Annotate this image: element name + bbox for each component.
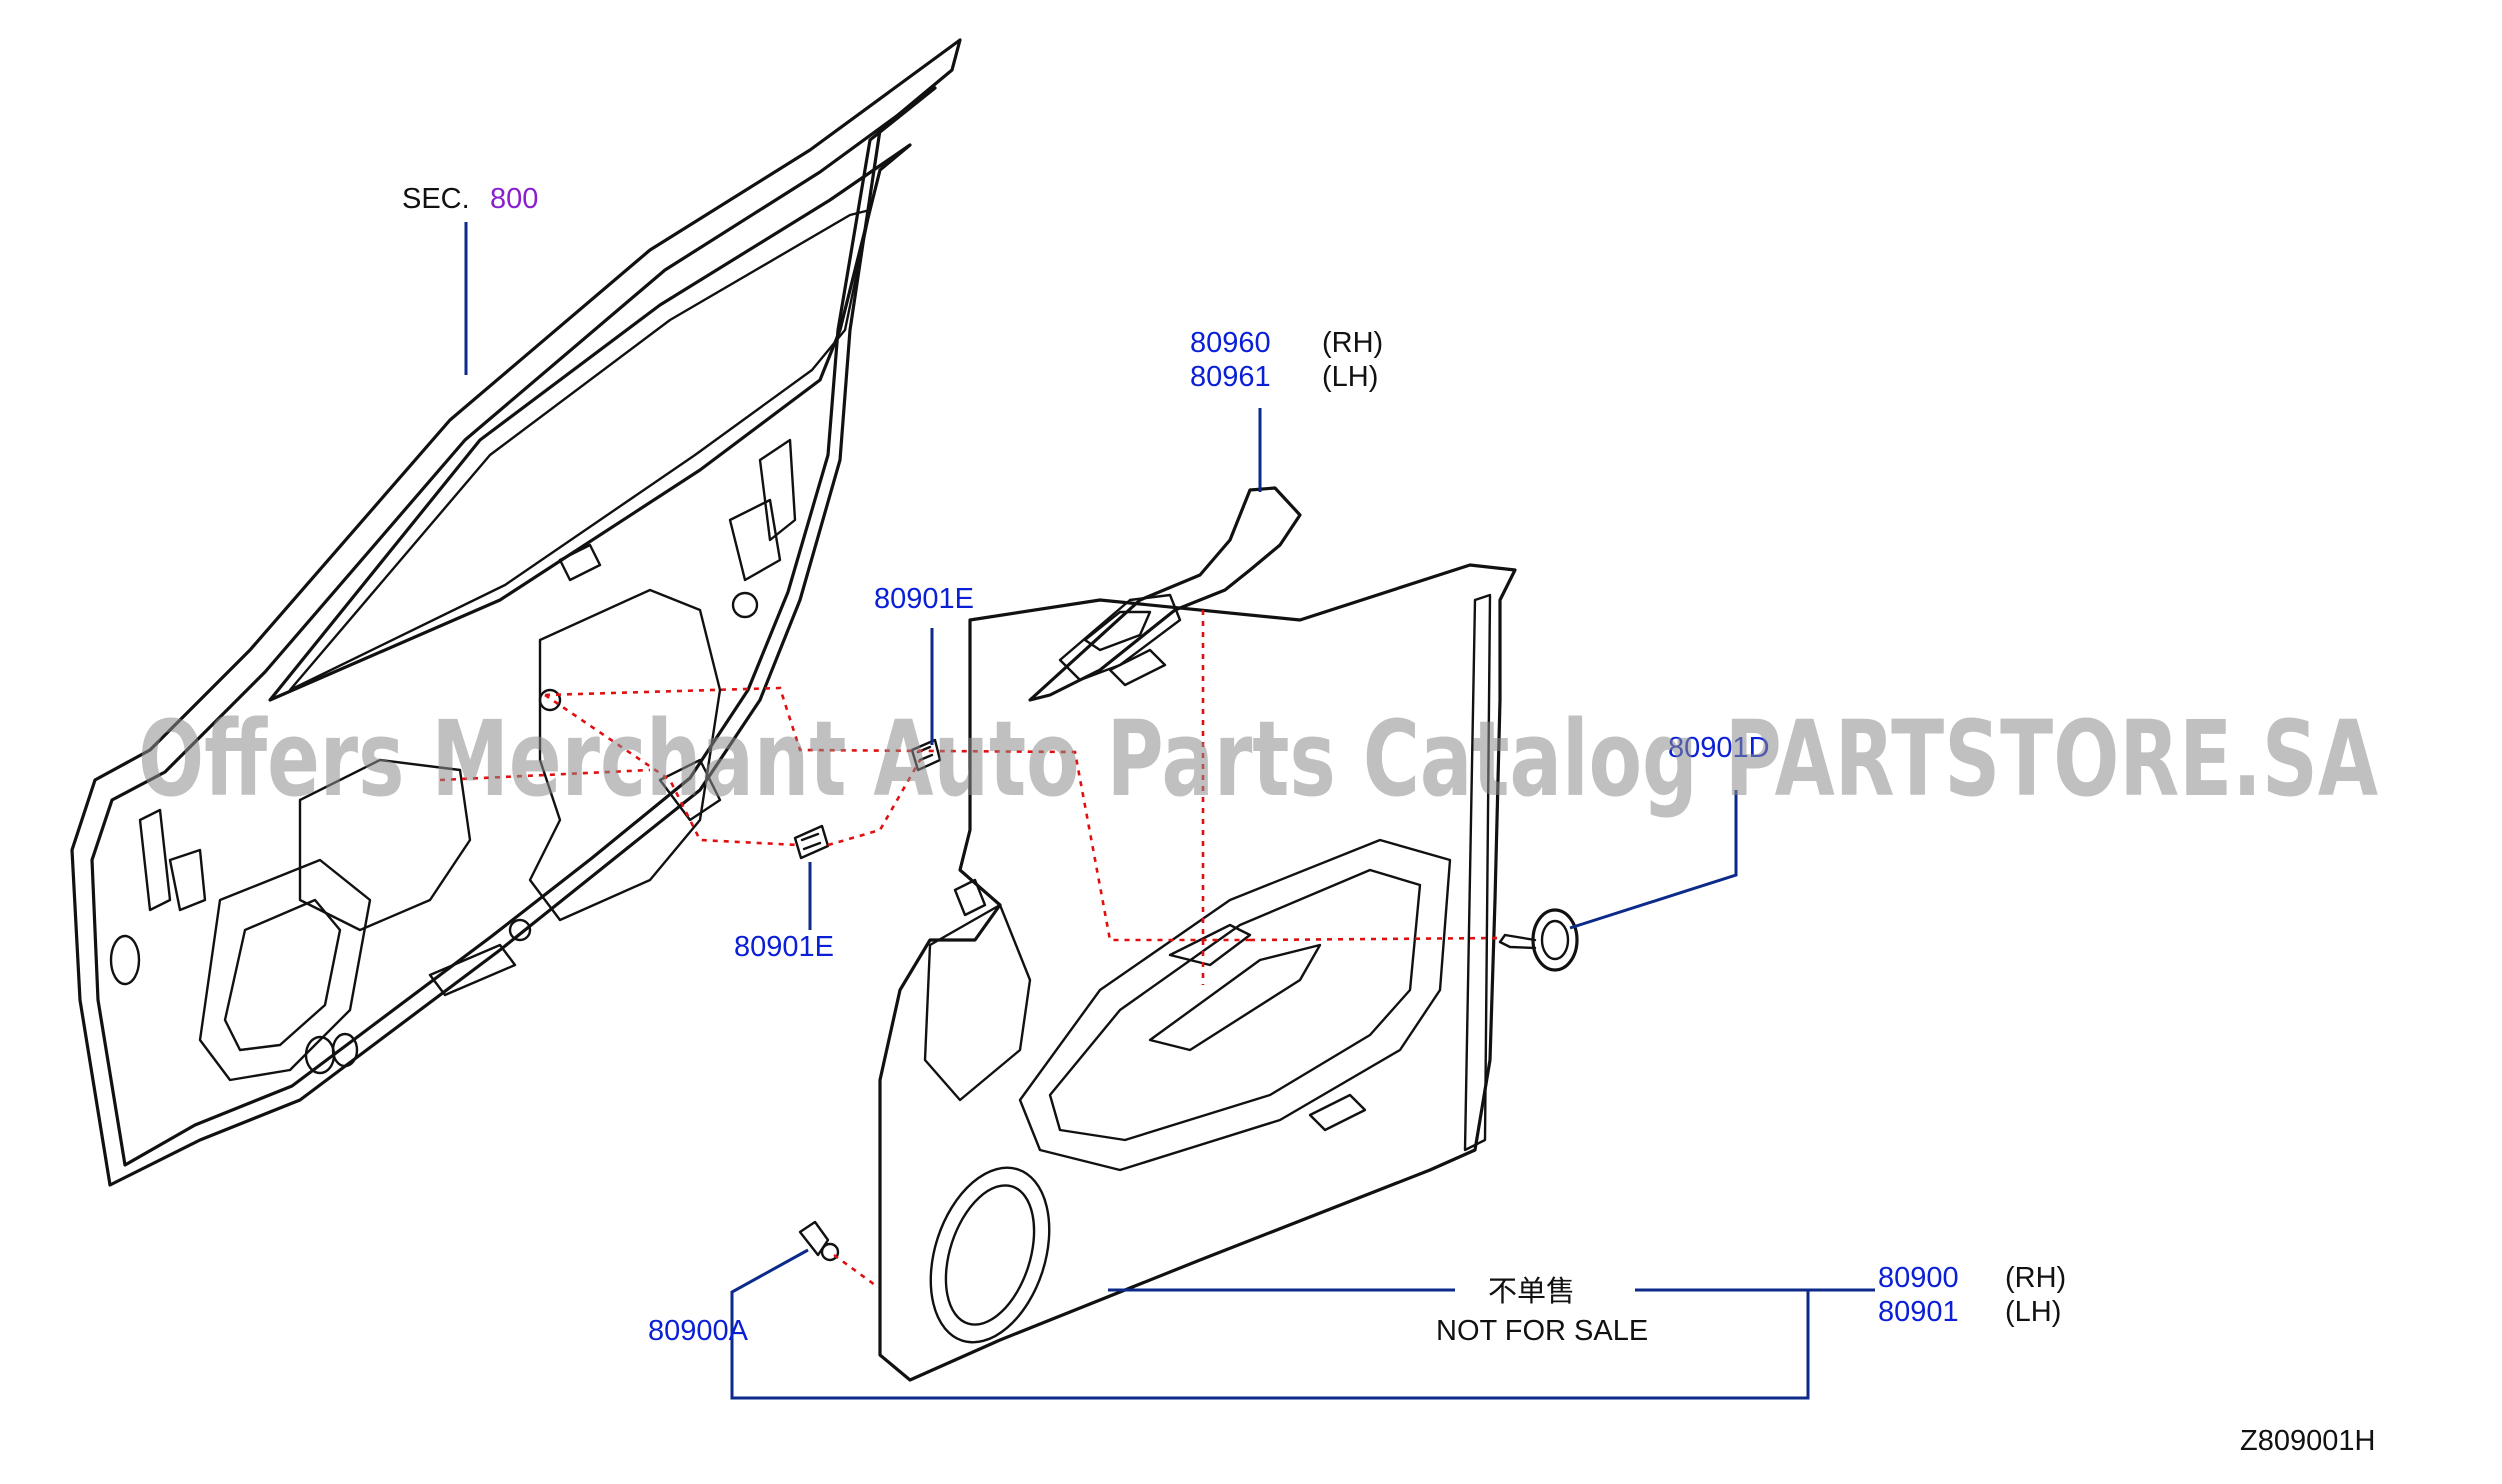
not-for-sale-chinese: 不单售	[1488, 1275, 1575, 1308]
part-number-80960[interactable]: 80960	[1190, 327, 1271, 359]
not-for-sale-english: NOT FOR SALE	[1436, 1315, 1648, 1347]
part-number-80961[interactable]: 80961	[1190, 361, 1271, 393]
section-prefix: SEC.	[402, 183, 470, 215]
leader-lines	[464, 222, 1875, 1400]
part-number-80901E-upper[interactable]: 80901E	[874, 583, 974, 615]
screw-80901D-drawing	[1498, 908, 1579, 972]
armrest-switch-bezel-drawing	[1028, 486, 1302, 702]
part-number-80900[interactable]: 80900	[1878, 1262, 1959, 1294]
callout-labels: SEC. 800 80960 (RH) 80961 (LH) 80901E 80…	[402, 183, 2375, 1457]
door-shell-drawing	[70, 38, 962, 1187]
part-number-80901E-lower[interactable]: 80901E	[734, 931, 834, 963]
side-label-lh-grip: (LH)	[1322, 361, 1378, 393]
section-number: 800	[490, 183, 538, 215]
clip-80901E-lower-drawing	[793, 824, 830, 860]
door-trim-panel-drawing	[878, 563, 1517, 1382]
diagram-code: Z809001H	[2240, 1425, 2375, 1457]
part-number-80900A[interactable]: 80900A	[648, 1315, 749, 1347]
dashed-guide-lines	[439, 610, 1501, 1287]
side-label-rh-grip: (RH)	[1322, 327, 1383, 359]
part-number-80901D[interactable]: 80901D	[1668, 732, 1770, 764]
watermark-text: Offers Merchant Auto Parts Catalog PARTS…	[138, 698, 2378, 820]
clip-80900A-drawing	[798, 1220, 840, 1262]
side-label-lh-trim: (LH)	[2005, 1296, 2061, 1328]
side-label-rh-trim: (RH)	[2005, 1262, 2066, 1294]
part-number-80901[interactable]: 80901	[1878, 1296, 1959, 1328]
